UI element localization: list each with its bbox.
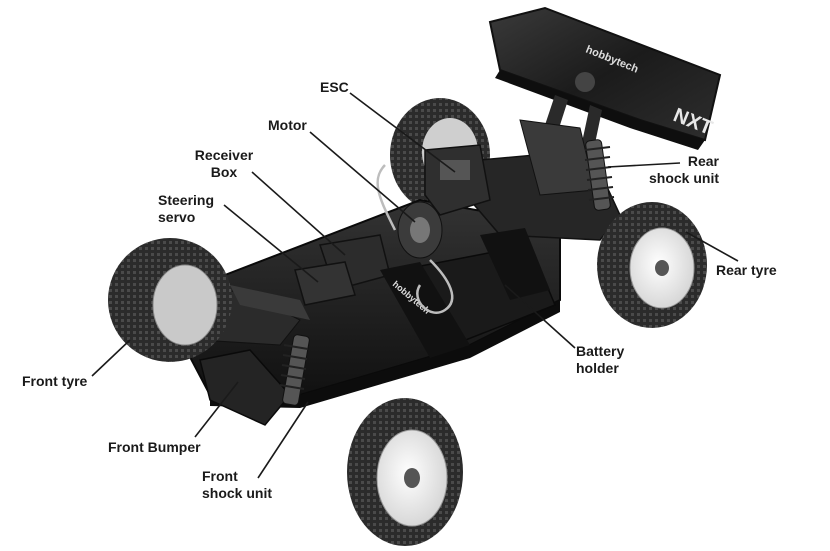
rear-tyre-leader-line [685,231,739,262]
front-bumper-unit [199,349,291,426]
receiver-box-leader-line [251,171,346,256]
battery-holder-leader-line [504,284,576,349]
esc-leader-line [349,92,456,173]
battery-holder-label: Battery holder [576,343,625,376]
steering-servo-unit [294,261,356,306]
front-right-tyre [347,398,463,546]
steering-servo-leader-line [223,204,319,283]
front-bumper-leader-line [194,381,239,438]
rear-gearbox [469,119,621,241]
rear-right-tyre [597,202,707,328]
front-tyre-label: Front tyre [22,373,88,389]
rear-tyre-label: Rear tyre [716,262,777,278]
front-tyre-leader-line [91,339,131,377]
receiver-box-label: Receiver Box [194,147,254,180]
rear-shock [584,139,615,211]
motor-label: Motor [268,117,307,133]
esc-label: ESC [320,79,349,95]
motor-unit [397,201,443,259]
leader-lines [91,92,739,479]
motor-leader-line [309,131,416,223]
front-shock-unit-leader-line [257,401,309,479]
front-left-tyre [108,238,232,362]
front-shock-unit-label: Front shock unit [202,468,273,501]
steering-servo-label: Steering servo [158,192,215,225]
front-shock [279,334,310,406]
rear-shock-unit-leader-line [607,162,681,168]
rear-shock-unit-label: Rear shock unit [648,153,719,186]
front-bumper-label: Front Bumper [108,439,201,455]
